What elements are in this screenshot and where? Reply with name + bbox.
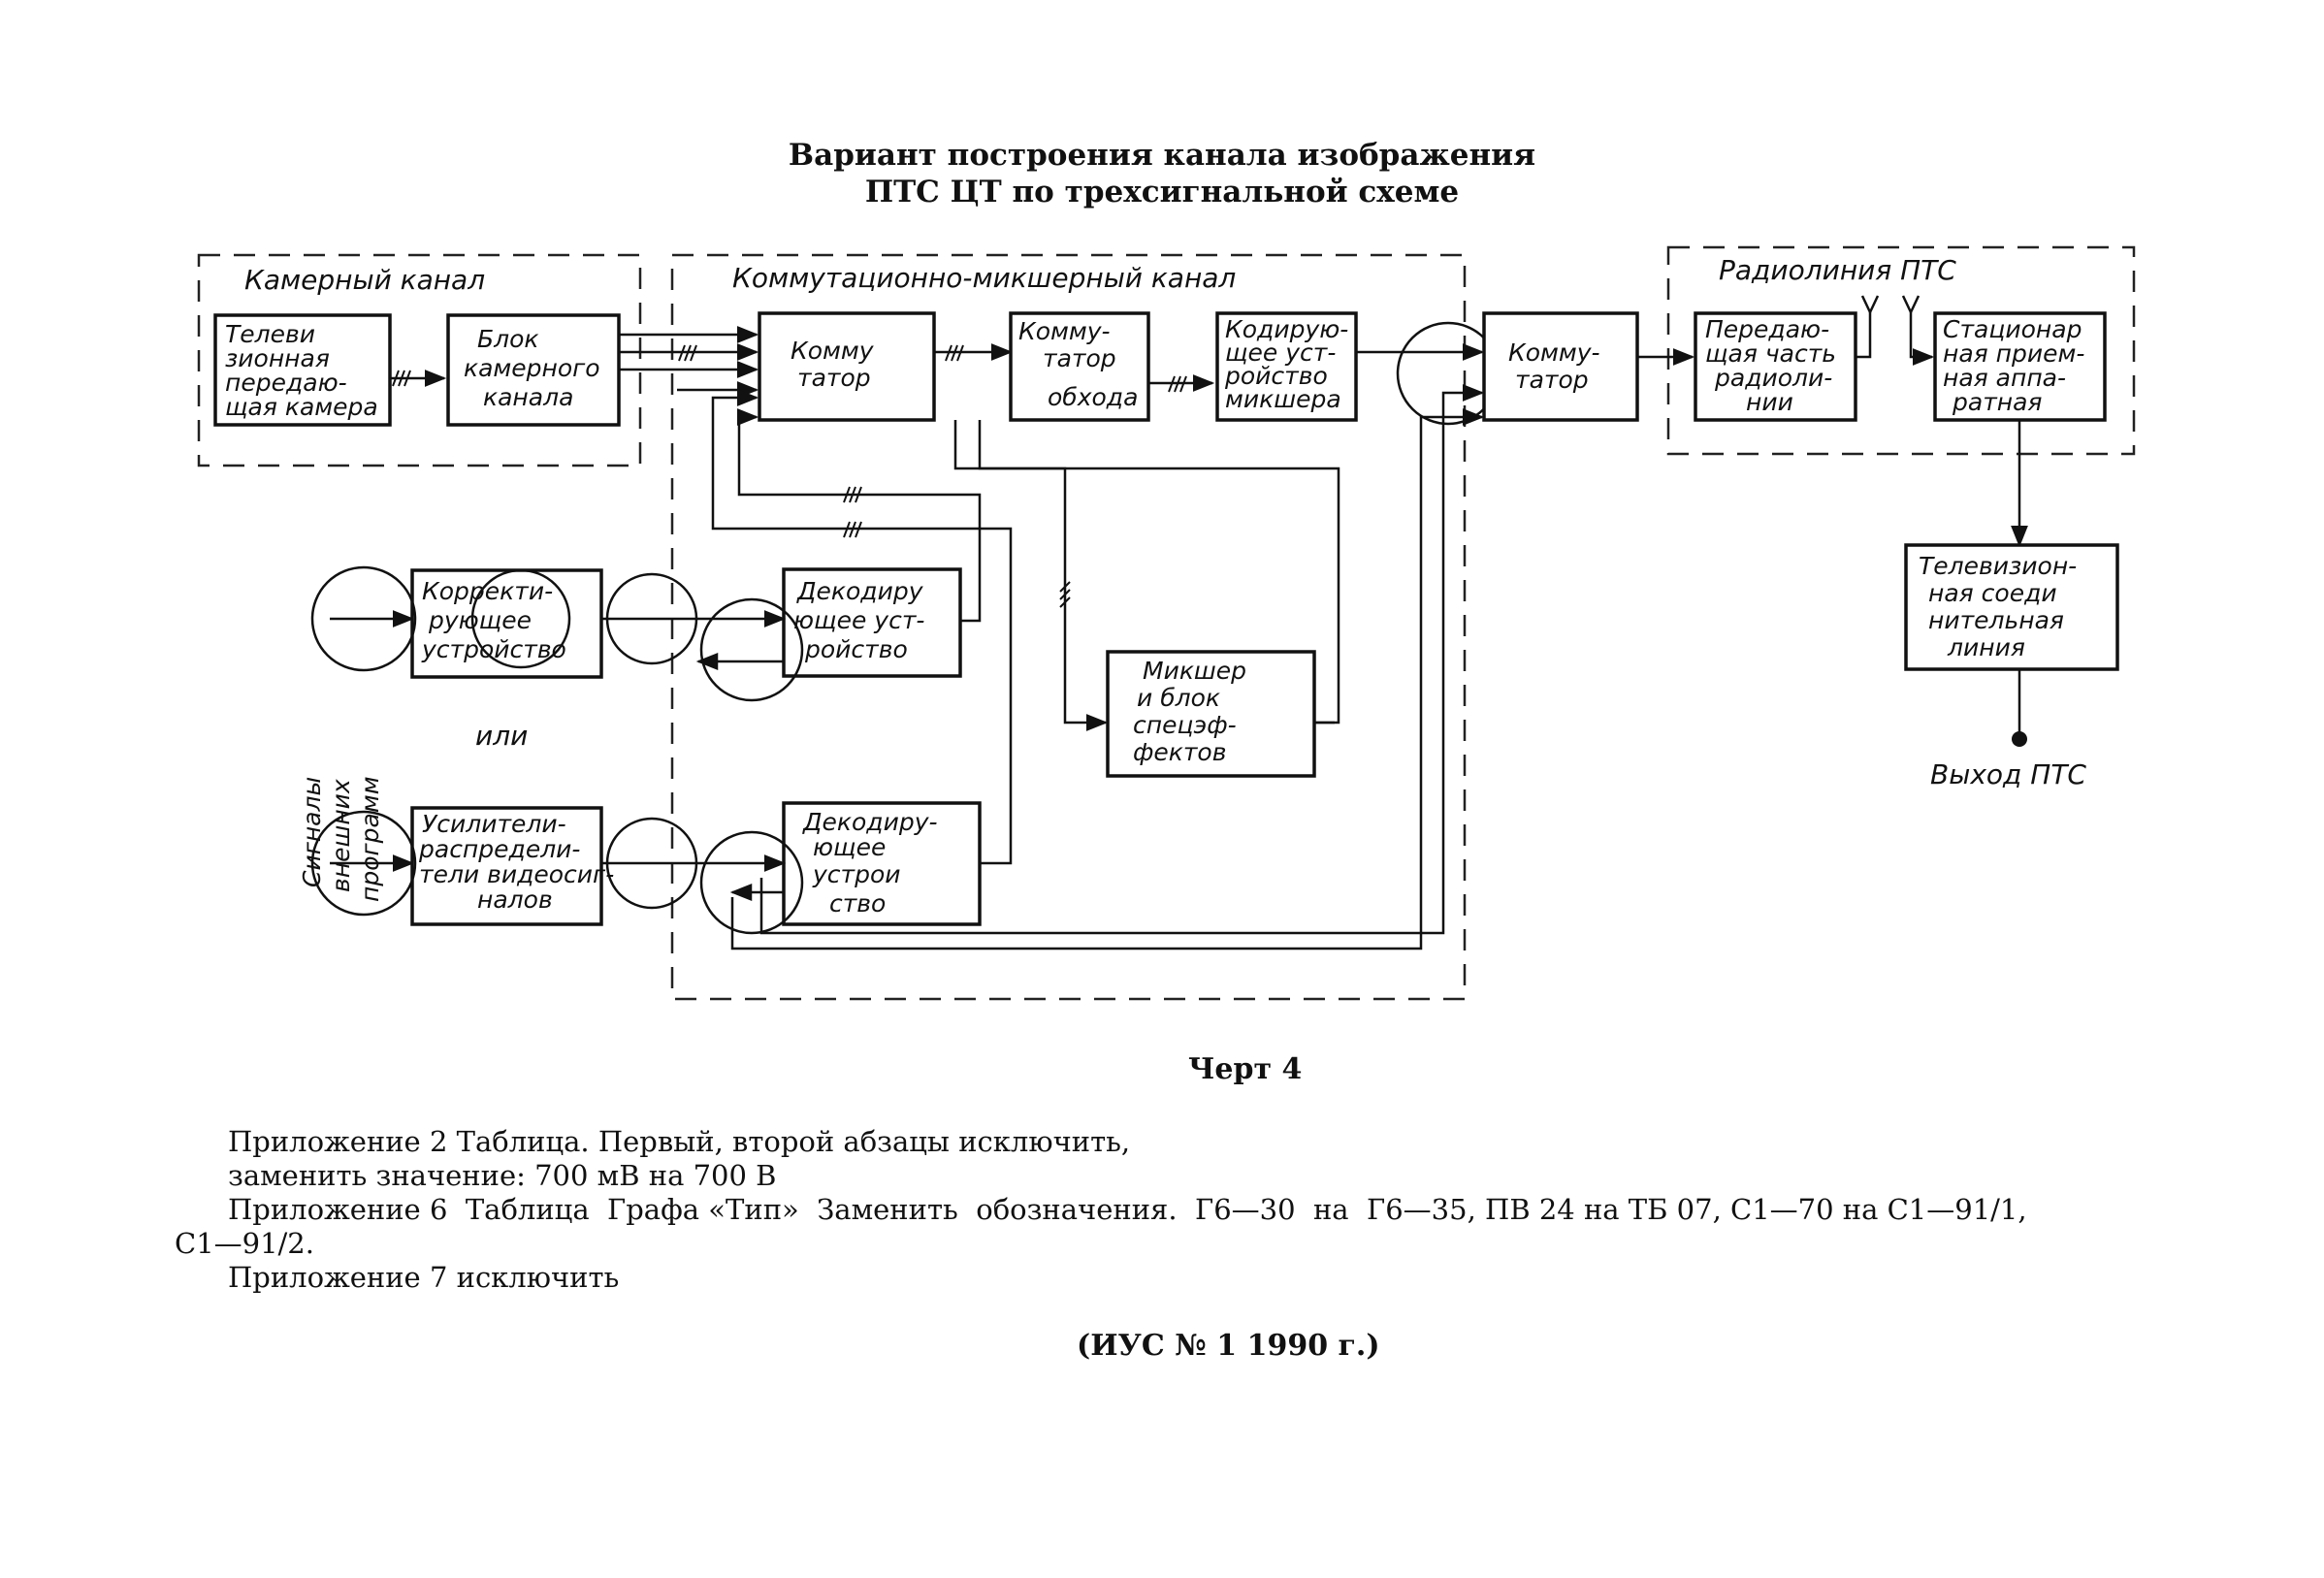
block-transmitter-line-1: Передаю- <box>1705 315 1829 343</box>
label-external-line-1: Сигналы <box>298 777 326 887</box>
label-or: или <box>475 720 528 752</box>
block-mixer-control-line-2: щее уст- <box>1225 338 1336 367</box>
block-mixer-control-line-1: Кодирую- <box>1225 315 1348 343</box>
block-mixer-fx-line-1: Микшер <box>1143 657 1246 685</box>
block-mixer-fx-line-2: и блок <box>1137 684 1220 712</box>
block-amplifier-line-4: налов <box>477 886 553 914</box>
block-decoder-1-line-1: Декодиру <box>796 577 924 605</box>
block-decoder-2-line-4: ство <box>829 889 886 918</box>
block-tv-camera-line-1: Телеви <box>225 320 315 348</box>
note-line-3: Приложение 6 Таблица Графа «Тип» Заменит… <box>228 1193 2027 1226</box>
block-corrector: Корректи- рующее устройство <box>410 568 603 679</box>
block-mixer-fx-line-4: фектов <box>1133 738 1226 766</box>
block-mixer-control-line-4: микшера <box>1225 385 1341 413</box>
block-tv-line-line-1: Телевизион- <box>1919 552 2077 580</box>
radio-link-frame <box>1666 245 2136 456</box>
block-switcher-2-line-1: Комму- <box>1508 338 1600 367</box>
block-camera-unit: Блок камерного канала <box>446 313 621 427</box>
block-amplifier: Усилители- распредели- тели видеосиг- на… <box>410 806 614 926</box>
block-tv-camera-line-4: щая камера <box>225 393 378 421</box>
block-camera-unit-line-2: камерного <box>464 354 600 382</box>
block-mixer-control-line-3: ройство <box>1224 362 1328 390</box>
block-decoder-2: Декодиру- ющее устрои ство <box>782 801 982 926</box>
block-decoder-1-line-3: ройство <box>804 635 908 663</box>
block-decoder-1-line-2: ющее уст- <box>793 606 924 634</box>
block-tv-camera-line-3: передаю- <box>225 369 347 397</box>
block-switcher-1-line-1: Комму <box>791 337 875 365</box>
block-decoder-2-line-3: устрои <box>812 860 901 888</box>
block-switcher-1: Комму татор <box>758 311 936 422</box>
block-bypass-switch-line-3: обхода <box>1048 383 1138 411</box>
block-receiver: Стационар ная прием- ная аппа- ратная <box>1933 311 2107 422</box>
block-bypass-switch-line-1: Комму- <box>1018 317 1111 345</box>
block-corrector-line-1: Корректи- <box>422 577 553 605</box>
block-receiver-line-1: Стационар <box>1943 315 2082 343</box>
note-line-5: Приложение 7 исключить <box>228 1261 620 1294</box>
block-mixer-control: Кодирую- щее уст- ройство микшера <box>1215 311 1358 422</box>
mixing-channel-label: Коммутационно-микшерный канал <box>732 262 1236 294</box>
block-mixer-fx: Микшер и блок спецэф- фектов <box>1106 650 1316 778</box>
block-transmitter-line-3: радиоли- <box>1714 364 1832 392</box>
block-decoder-2-line-1: Декодиру- <box>802 808 938 836</box>
block-camera-unit-line-3: канала <box>483 383 573 411</box>
block-camera-unit-line-1: Блок <box>477 325 539 353</box>
block-switcher-2-line-2: татор <box>1515 366 1589 394</box>
footer-reference: (ИУС № 1 1990 г.) <box>1077 1329 1380 1363</box>
note-line-1: Приложение 2 Таблица. Первый, второй абз… <box>228 1125 1131 1158</box>
diagram-title-line-2: ПТС ЦТ по трехсигнальной схеме <box>864 175 1460 209</box>
block-receiver-line-3: ная аппа- <box>1943 364 2066 392</box>
label-external-signals: Сигналы внешних программ <box>298 776 384 902</box>
block-bypass-switch-line-2: татор <box>1043 344 1116 372</box>
block-decoder-1: Декодиру ющее уст- ройство <box>782 567 962 678</box>
block-tv-line-line-2: ная соеди <box>1928 579 2057 607</box>
block-receiver-line-2: ная прием- <box>1943 339 2084 368</box>
diagram-title-line-1: Вариант построения канала изображения <box>788 138 1536 173</box>
block-transmitter-line-4: нии <box>1746 388 1793 416</box>
block-tv-line-line-4: линия <box>1947 633 2025 661</box>
block-tv-camera: Телеви зионная передаю- щая камера <box>213 313 392 427</box>
block-receiver-line-4: ратная <box>1952 388 2042 416</box>
block-amplifier-line-1: Усилители- <box>422 810 566 838</box>
block-switcher-1-line-2: татор <box>797 364 871 392</box>
block-amplifier-line-3: тели видеосиг- <box>419 860 614 888</box>
block-mixer-fx-line-3: спецэф- <box>1133 711 1237 739</box>
block-corrector-line-2: рующее <box>428 606 532 634</box>
label-external-line-2: внешних <box>327 779 355 892</box>
label-output: Выход ПТС <box>1930 758 2086 790</box>
mixing-channel-frame <box>670 253 1467 1001</box>
block-corrector-line-3: устройство <box>421 635 566 663</box>
block-decoder-2-line-2: ющее <box>813 833 886 861</box>
figure-caption: Черт 4 <box>1188 1052 1303 1086</box>
block-bypass-switch: Комму- татор обхода <box>1009 311 1150 422</box>
block-tv-camera-line-2: зионная <box>225 344 330 372</box>
block-amplifier-line-2: распредели- <box>418 835 580 863</box>
block-tv-line-line-3: нительная <box>1928 606 2064 634</box>
note-line-2: заменить значение: 700 мВ на 700 В <box>228 1159 777 1192</box>
camera-channel-label: Камерный канал <box>244 264 485 296</box>
radio-link-label: Радиолиния ПТС <box>1719 254 1956 286</box>
note-line-4: С1—91/2. <box>175 1227 314 1260</box>
block-transmitter-line-2: щая часть <box>1705 339 1836 368</box>
bus-tick-marks <box>392 344 1187 608</box>
block-switcher-2: Комму- татор <box>1482 311 1639 422</box>
block-tv-line: Телевизион- ная соеди нительная линия <box>1904 543 2119 671</box>
label-external-line-3: программ <box>356 776 384 902</box>
camera-channel-frame <box>197 253 642 467</box>
block-transmitter: Передаю- щая часть радиоли- нии <box>1694 311 1857 422</box>
